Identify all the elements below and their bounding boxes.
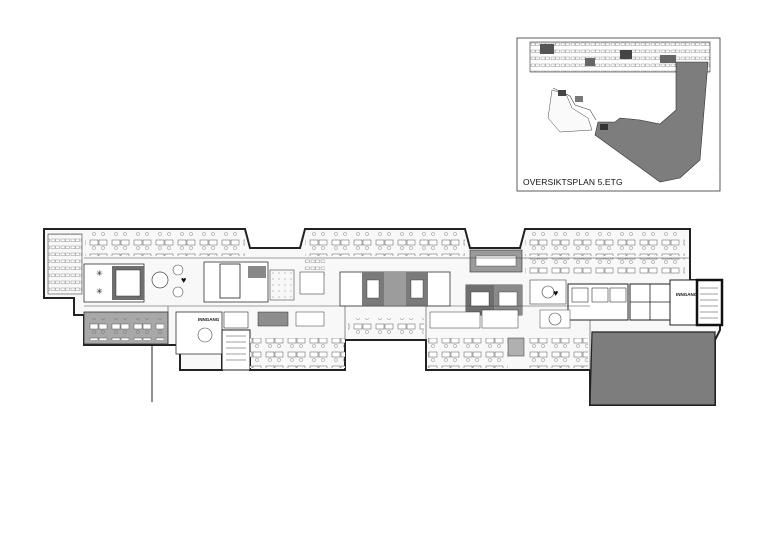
svg-text:✳: ✳ (96, 287, 103, 296)
svg-text:♥: ♥ (553, 288, 558, 298)
svg-text:✳: ✳ (96, 269, 103, 278)
inset-dot: · (718, 167, 719, 171)
entrance-label-right: INNGANG (676, 292, 698, 297)
inset-title: OVERSIKTSPLAN 5.ETG (523, 177, 623, 187)
overview-inset (516, 37, 721, 192)
gray-wing (589, 331, 716, 406)
entrance-label-left: INNGANG (198, 317, 220, 322)
main-floor-plan: ✳ ✳ ♥ ♥ (43, 228, 724, 406)
svg-text:♥: ♥ (181, 275, 186, 285)
